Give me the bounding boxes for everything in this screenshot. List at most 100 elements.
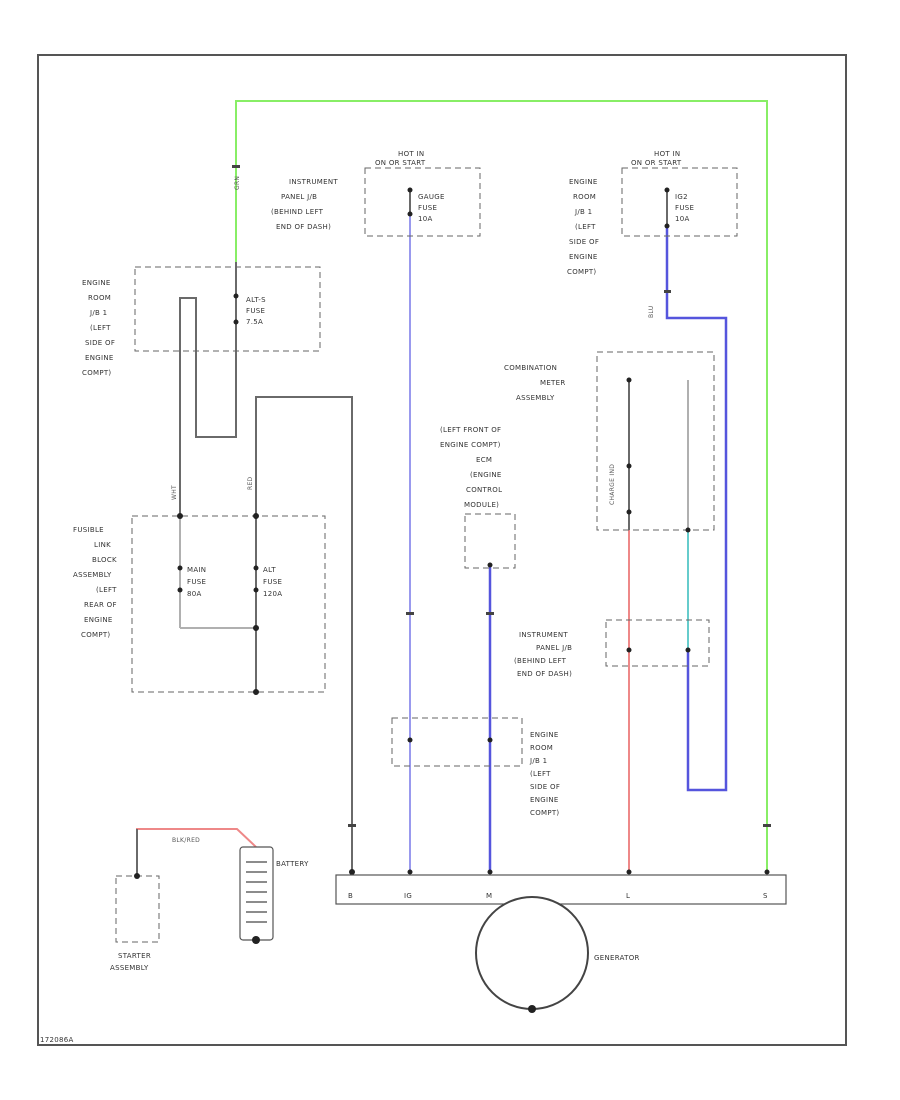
junction-dot: [134, 873, 140, 879]
battery-ground-dot: [252, 936, 260, 944]
battery-symbol: [239, 846, 274, 941]
gauge-fuse-label: 10A: [418, 215, 433, 223]
junction-dot: [664, 223, 670, 229]
wire-color-label: BLK/RED: [172, 837, 200, 844]
ip-jb-label-line: (BEHIND LEFT: [271, 208, 324, 216]
junction-dot: [407, 187, 413, 193]
junction-dot: [253, 689, 259, 695]
junction-dot: [407, 737, 413, 743]
engine-room-jb-top-box: [621, 167, 738, 237]
ip-jb-label-line: PANEL J/B: [536, 644, 572, 652]
main-fuse-label: FUSE: [187, 578, 206, 586]
connector-tick: [348, 824, 356, 827]
diagram-frame: [37, 54, 847, 1046]
connector-tick: [763, 824, 771, 827]
gauge-fuse-label: FUSE: [418, 204, 437, 212]
junction-dot: [407, 869, 413, 875]
engine-room-label-line: J/B 1: [529, 757, 547, 765]
fusible-label-line: (LEFT: [96, 586, 117, 594]
junction-dot: [253, 565, 259, 571]
wire-color-label: RED: [247, 476, 254, 490]
meter-label-line: METER: [540, 379, 566, 387]
junction-dot: [177, 587, 183, 593]
junction-dot: [253, 625, 259, 631]
alt-s-fuse-label: ALT-S: [246, 296, 266, 304]
ecm-label-line: ENGINE COMPT): [440, 441, 501, 449]
engine-room-label-line: COMPT): [82, 369, 111, 377]
ip-jb-label-line: (BEHIND LEFT: [514, 657, 567, 665]
terminal-label-l: L: [626, 892, 630, 900]
generator-symbol: [475, 896, 589, 1010]
ip-jb-bottom-box: [605, 619, 710, 667]
junction-dot: [685, 647, 691, 653]
wire-battery-starter: [136, 828, 257, 872]
ecm-label-line: CONTROL: [466, 486, 502, 494]
wire-color-label: BLU: [648, 306, 655, 318]
engine-room-label-line: (LEFT: [530, 770, 551, 778]
engine-room-label-line: (LEFT: [90, 324, 111, 332]
fusible-label-line: FUSIBLE: [73, 526, 104, 534]
engine-room-label-line: (LEFT: [575, 223, 596, 231]
junction-dot: [233, 319, 239, 325]
junction-dot: [626, 509, 632, 515]
fusible-label-line: LINK: [94, 541, 111, 549]
junction-dot: [349, 869, 355, 875]
connector-tick: [486, 612, 494, 615]
alt-s-fuse-label: FUSE: [246, 307, 265, 315]
junction-dot: [626, 463, 632, 469]
engine-room-label-line: SIDE OF: [569, 238, 599, 246]
wire-ig2-blue: [665, 226, 728, 792]
junction-dot: [764, 869, 770, 875]
starter-label-line: ASSEMBLY: [110, 964, 149, 972]
engine-room-jb-bottom-box: [391, 717, 523, 767]
ig2-fuse-label: 10A: [675, 215, 690, 223]
engine-room-label-line: J/B 1: [89, 309, 107, 317]
engine-room-label-line: SIDE OF: [85, 339, 115, 347]
terminal-label-b: B: [348, 892, 353, 900]
wire-color-label: WHT: [171, 485, 178, 500]
main-fuse-label: MAIN: [187, 566, 206, 574]
ip-jb-label-line: INSTRUMENT: [519, 631, 568, 639]
engine-room-label-line: ENGINE: [85, 354, 114, 362]
junction-dot: [407, 211, 413, 217]
ip-jb-label-line: INSTRUMENT: [289, 178, 338, 186]
generator-ground-dot: [528, 1005, 536, 1013]
hot-in-condition: ON OR START: [375, 159, 426, 167]
ip-jb-label-line: END OF DASH): [276, 223, 331, 231]
alt-s-fuse-label: 7.5A: [246, 318, 263, 326]
main-fuse-label: 80A: [187, 590, 202, 598]
junction-dot: [487, 869, 493, 875]
terminal-label-m: M: [486, 892, 492, 900]
hot-in-label: HOT IN: [398, 150, 424, 158]
starter-box: [115, 875, 160, 943]
hot-in-condition: ON OR START: [631, 159, 682, 167]
ig2-fuse-label: FUSE: [675, 204, 694, 212]
hot-in-label: HOT IN: [654, 150, 680, 158]
junction-dot: [626, 377, 632, 383]
wire-alt-s-loop: [179, 262, 237, 516]
engine-room-jb-left-box: [134, 266, 321, 352]
fusible-label-line: REAR OF: [84, 601, 117, 609]
junction-dot: [626, 647, 632, 653]
junction-dot: [487, 737, 493, 743]
meter-label-line: ASSEMBLY: [516, 394, 555, 402]
junction-dot: [177, 565, 183, 571]
wire-color-label: GRN: [234, 176, 241, 190]
ip-jb-top-box: [364, 167, 481, 237]
connector-tick: [406, 612, 414, 615]
fusible-label-line: COMPT): [81, 631, 110, 639]
junction-dot: [177, 513, 183, 519]
junction-dot: [685, 527, 691, 533]
engine-room-label-line: SIDE OF: [530, 783, 560, 791]
engine-room-label-line: COMPT): [530, 809, 559, 817]
meter-label-line: COMBINATION: [504, 364, 557, 372]
battery-label: BATTERY: [276, 860, 309, 868]
ecm-label-line: MODULE): [464, 501, 499, 509]
charge-ind-label: CHARGE IND: [609, 464, 616, 505]
engine-room-label-line: ROOM: [530, 744, 553, 752]
diagram-stamp: 172086A: [40, 1036, 74, 1044]
connector-tick: [232, 165, 240, 168]
fusible-label-line: ASSEMBLY: [73, 571, 112, 579]
generator-label: GENERATOR: [594, 954, 640, 962]
